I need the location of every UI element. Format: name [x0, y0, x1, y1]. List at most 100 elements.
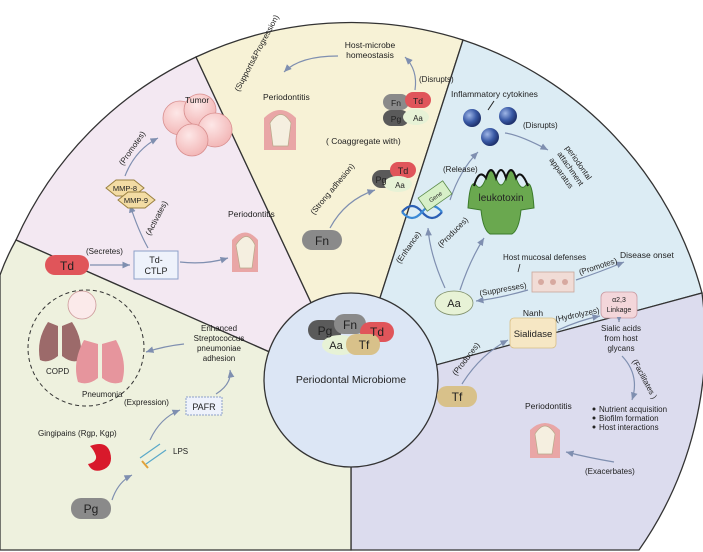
cytokine-ball-1 — [463, 109, 481, 127]
fn-cluster1-td-label: Td — [398, 166, 409, 176]
tf-produces-arrow — [461, 339, 509, 385]
fn-cluster1-aa — [384, 176, 412, 192]
tf-node-label: Tf — [452, 390, 463, 404]
center-fn-pill — [334, 314, 366, 334]
bullet-dot — [592, 407, 596, 411]
pg-copd-label: COPD — [46, 367, 69, 376]
pafr-box — [185, 396, 223, 416]
aa-inflammatory-pointer — [487, 100, 495, 111]
td-promotes-arrow — [124, 137, 159, 177]
mmp8-label: MMP-8 — [113, 184, 137, 193]
aa-disease-onset-label: Disease onset — [620, 250, 675, 260]
td-node-label: Td — [60, 259, 74, 273]
aa-node — [434, 290, 474, 316]
pg-node-label: Pg — [84, 502, 99, 516]
pg-lps-arrow — [111, 474, 133, 501]
fn-cluster1-aa-label: Aa — [395, 181, 405, 190]
td-activates-arrow — [129, 204, 149, 249]
center-pg-label: Pg — [318, 324, 333, 338]
copd-lung-icon — [39, 322, 81, 362]
fn-coaggregate-label: ( Coaggregate with) — [326, 136, 401, 146]
pg-pneumonia-label: Pneumonia — [82, 390, 123, 399]
td-node — [45, 255, 89, 275]
td-periodontitis-label: Periodontitis — [228, 209, 275, 219]
center-td-label: Td — [370, 325, 384, 339]
tf-bullet-2: Biofilm formation — [599, 414, 659, 423]
fn-cluster1-td — [390, 162, 416, 178]
pg-enhanced-3: pneumoniae — [197, 344, 242, 353]
tf-sialic-3: glycans — [607, 344, 634, 353]
aa-disrupts-label: (Disrupts) — [523, 121, 558, 130]
tf-linkage-1: α2,3 — [612, 297, 626, 304]
center-circle — [263, 292, 439, 468]
pg-lung-arrow — [145, 343, 185, 353]
host-defenses-label: Host mucosal defenses — [503, 253, 586, 262]
aa-release-arrow — [449, 151, 479, 201]
aa-disrupts-arrow — [504, 132, 549, 151]
fn-cluster2-pg — [383, 110, 409, 126]
tf-sialic-1: Sialic acids — [601, 324, 641, 333]
sialidase-box — [509, 317, 557, 349]
host-defenses-pointer — [517, 263, 521, 273]
tumor-label: Tumor — [185, 95, 209, 105]
fn-cluster2-fn — [383, 94, 409, 110]
aa-release-label: (Release) — [443, 165, 478, 174]
pg-pafr-label: PAFR — [192, 402, 216, 412]
tf-linkage-2: Linkage — [607, 307, 632, 314]
gingipain-icon — [88, 444, 111, 471]
tf-periodontitis-label: Periodontitis — [525, 401, 572, 411]
fn-host-microbe-1: Host-microbe — [345, 40, 396, 50]
td-periodontitis-arrow — [179, 256, 229, 264]
fn-cluster2-td-label: Td — [413, 96, 423, 106]
lung-dashed-circle — [27, 289, 145, 407]
pg-enhanced-4: adhesion — [203, 354, 235, 363]
tf-hydrolyzes-arrow — [557, 314, 601, 331]
fn-disrupts-label: (Disrupts) — [419, 75, 454, 84]
td-secretes-label: (Secretes) — [86, 247, 123, 256]
bullet-dot — [592, 425, 596, 429]
pg-node — [71, 498, 111, 519]
aa-node-label: Aa — [447, 298, 461, 310]
fn-cluster2-pg-label: Pg — [391, 114, 402, 124]
tf-sialic-2: from host — [604, 334, 638, 343]
tf-sector — [350, 292, 703, 551]
center-tf-pill — [346, 334, 380, 355]
fn-cluster2-fn-label: Fn — [391, 98, 401, 108]
lps-icon — [139, 443, 167, 469]
tf-exacerbates-label: (Exacerbates) — [585, 467, 635, 476]
mmp9-hex — [117, 191, 156, 209]
magnified-alveoli-icon — [67, 290, 97, 320]
pg-enhanced-2: Streptococcus — [194, 334, 245, 343]
pneumonia-lung-icon — [76, 340, 124, 384]
tf-node — [437, 386, 477, 407]
leukotoxin-label: leukotoxin — [478, 193, 523, 204]
tumor-icon — [162, 93, 233, 157]
aa-enhance-arrow — [425, 227, 446, 289]
aa-promotes-arrow — [575, 261, 625, 281]
aa-inflammatory-label: Inflammatory cytokines — [451, 89, 538, 99]
tf-sialidase-label: Sialidase — [514, 329, 553, 340]
td-ctlp-box — [133, 250, 179, 280]
tooth-icon-tf — [530, 423, 560, 458]
fn-node — [302, 230, 342, 250]
fn-cluster2-td — [405, 92, 431, 108]
mmp9-label: MMP-9 — [124, 196, 148, 205]
center-title: Periodontal Microbiome — [296, 374, 406, 386]
tooth-icon-fn — [264, 110, 296, 150]
pg-enhanced-1: Enhanced — [201, 324, 237, 333]
td-ctlp-line2: CTLP — [144, 266, 167, 276]
td-sector — [15, 56, 353, 390]
tf-exacerbates-arrow — [565, 450, 615, 463]
tf-bullet-1: Nutrient acquisition — [599, 405, 667, 414]
tf-bullet-3: Host interactions — [599, 423, 659, 432]
tf-facilitates-arrow — [621, 355, 638, 401]
gene-box — [417, 180, 453, 212]
pg-lps-label: LPS — [173, 447, 188, 456]
fn-supports-arrow — [283, 55, 339, 73]
tf-nanh-label: Nanh — [523, 308, 544, 318]
bullet-dot — [592, 416, 596, 420]
tf-bullet-list: Nutrient acquisition Biofilm formation H… — [592, 405, 667, 432]
fn-host-microbe-2: homeostasis — [346, 50, 394, 60]
